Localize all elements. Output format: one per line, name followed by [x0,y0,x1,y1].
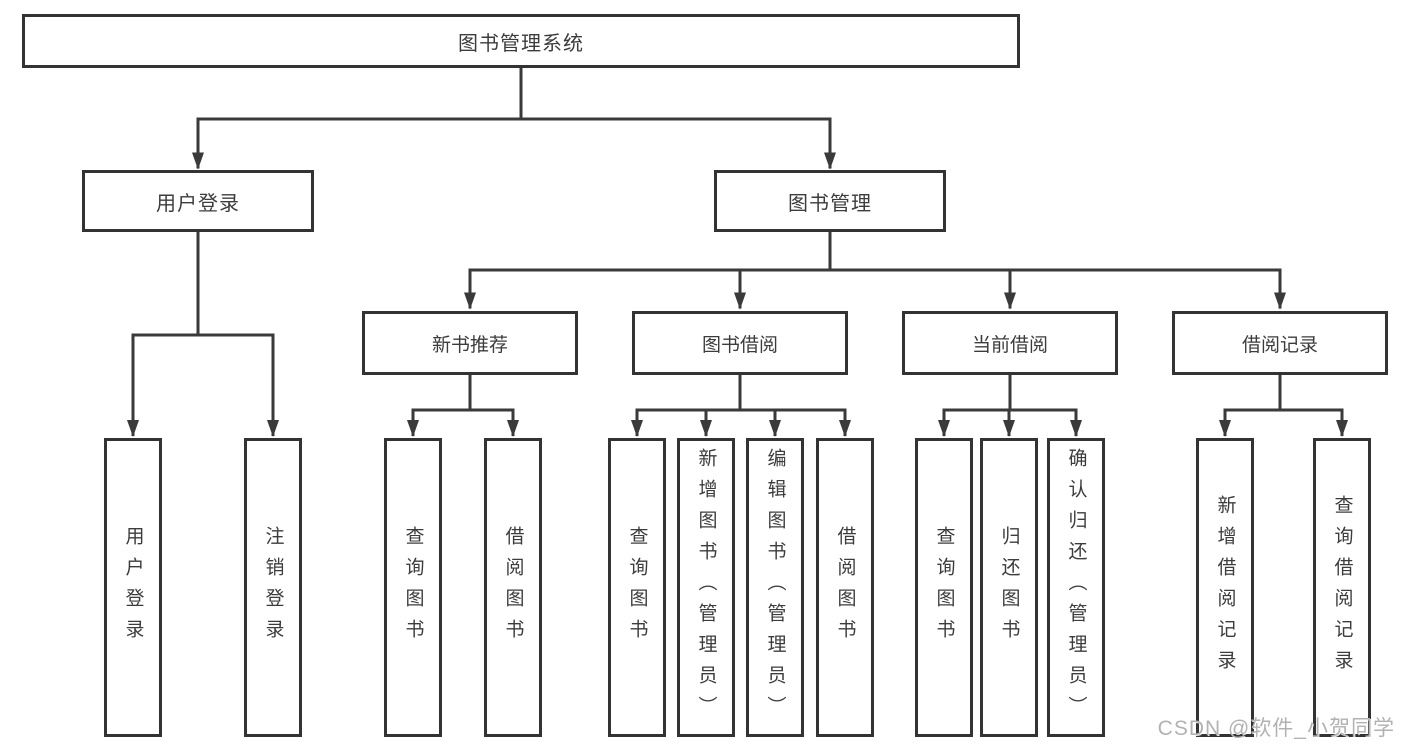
leaf-query-books-recommend: 查询图书 [384,438,442,737]
leaf-edit-book-admin: 编辑图书（管理员） [746,438,804,737]
node-book-management: 图书管理 [714,170,946,232]
connector-new-book-recommend-to-leaves [407,375,519,437]
leaf-add-borrow-record: 新增借阅记录 [1196,438,1254,737]
leaf-query-borrow-record: 查询借阅记录 [1313,438,1371,737]
connector-current-borrow-to-leaves [938,375,1082,437]
leaf-label: 查询图书 [933,525,955,650]
node-borrow-records: 借阅记录 [1172,311,1388,375]
leaf-borrow-books: 借阅图书 [816,438,874,737]
leaf-label: 查询借阅记录 [1331,494,1353,681]
leaf-logout-login: 注销登录 [244,438,302,737]
leaf-confirm-return-admin: 确认归还（管理员） [1047,438,1105,737]
connector-book-management-to-level3 [464,232,1286,310]
node-new-book-recommend: 新书推荐 [362,311,578,375]
connector-book-borrow-to-leaves [631,375,851,437]
leaf-label: 注销登录 [262,525,284,650]
leaf-label: 确认归还（管理员） [1065,448,1087,727]
node-book-borrow: 图书借阅 [632,311,848,375]
watermark-text: CSDN @软件_小贺同学 [1157,717,1395,740]
leaf-label: 新增图书（管理员） [695,448,717,727]
connector-user-login-to-leaves [127,232,279,437]
leaf-user-login: 用户登录 [104,438,162,737]
leaf-borrow-books-recommend: 借阅图书 [484,438,542,737]
node-current-borrow: 当前借阅 [902,311,1118,375]
leaf-return-books: 归还图书 [980,438,1038,737]
leaf-label: 借阅图书 [502,525,524,650]
leaf-label: 编辑图书（管理员） [764,448,786,727]
leaf-add-book-admin: 新增图书（管理员） [677,438,735,737]
connector-borrow-records-to-leaves [1219,375,1348,437]
leaf-query-books-current: 查询图书 [915,438,973,737]
leaf-label: 查询图书 [626,525,648,650]
leaf-query-books-borrow: 查询图书 [608,438,666,737]
leaf-label: 查询图书 [402,525,424,650]
leaf-label: 用户登录 [122,525,144,650]
connector-root-to-level2 [192,68,836,170]
leaf-label: 新增借阅记录 [1214,494,1236,681]
node-root-system: 图书管理系统 [22,14,1020,68]
leaf-label: 借阅图书 [834,525,856,650]
node-user-login-branch: 用户登录 [82,170,314,232]
leaf-label: 归还图书 [998,525,1020,650]
